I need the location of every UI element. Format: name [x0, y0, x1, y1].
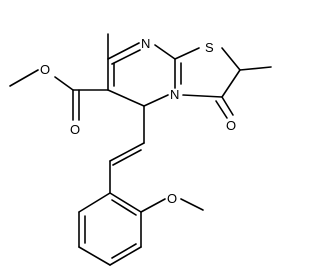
oxygen-atom: O: [70, 122, 80, 137]
atom-labels: S N N O O O O: [40, 36, 236, 206]
bond: [111, 243, 137, 259]
bond: [78, 246, 111, 266]
bond: [221, 69, 241, 98]
oxygen-atom: O: [40, 62, 50, 77]
bond: [239, 66, 272, 71]
bond-lines: [9, 33, 272, 266]
nitrogen-atom: N: [170, 87, 179, 102]
bond: [111, 49, 141, 65]
bond: [182, 94, 223, 98]
bond: [109, 246, 142, 266]
bond: [112, 149, 142, 166]
bond: [54, 76, 74, 91]
bond: [221, 47, 241, 71]
bond: [215, 100, 228, 119]
bond: [180, 198, 204, 211]
bond: [78, 192, 111, 213]
bond: [221, 96, 234, 116]
bond: [154, 44, 176, 60]
bond: [107, 42, 140, 60]
chemical-structure-diagram: S N N O O O O: [9, 33, 272, 266]
bond: [109, 142, 145, 162]
bond: [109, 192, 142, 213]
oxygen-atom: O: [167, 191, 177, 206]
bond: [143, 94, 169, 107]
oxygen-atom: O: [226, 118, 236, 133]
bond: [9, 69, 39, 87]
bond: [174, 47, 200, 60]
bond: [111, 199, 137, 216]
bond: [140, 198, 166, 213]
bond: [107, 89, 145, 107]
sulfur-atom: S: [205, 40, 214, 55]
nitrogen-atom: N: [141, 36, 150, 51]
